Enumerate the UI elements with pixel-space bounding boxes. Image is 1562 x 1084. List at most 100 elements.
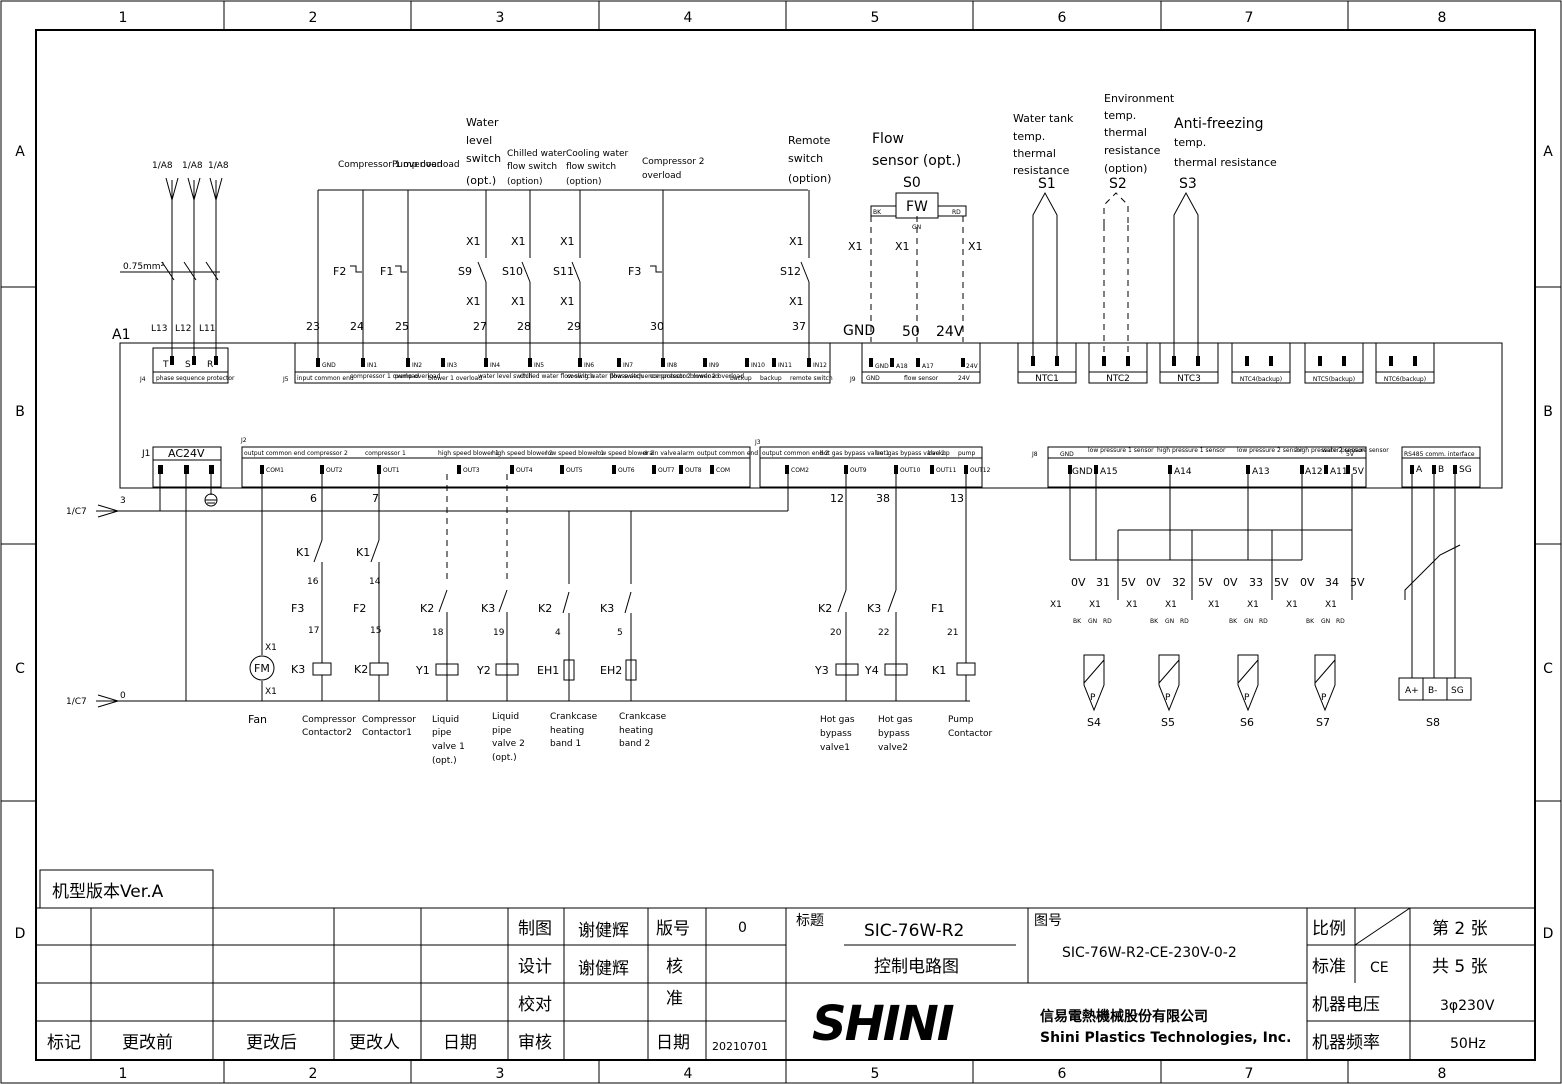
svg-text:K1: K1	[356, 546, 370, 559]
svg-text:Environment: Environment	[1104, 92, 1175, 105]
svg-text:EH2: EH2	[600, 664, 622, 677]
col-top-2: 2	[309, 10, 318, 26]
svg-text:S7: S7	[1316, 716, 1330, 729]
svg-text:SG: SG	[1451, 686, 1464, 696]
svg-text:制图: 制图	[518, 919, 552, 939]
svg-text:high pressure 2 sensor: high pressure 2 sensor	[1296, 447, 1365, 454]
column-markers: 1 2 3 4 5 6 7 8 1 2 3 4 5 6 7 8	[119, 1, 1446, 1083]
svg-text:thermal: thermal	[1104, 126, 1147, 139]
svg-text:resistance: resistance	[1013, 164, 1070, 177]
svg-text:EH1: EH1	[537, 664, 559, 677]
sensor-s7: P	[1314, 654, 1336, 712]
svg-text:OUT2: OUT2	[326, 467, 343, 474]
title-block: 机型版本Ver.A 标记 更改前 更改后 更改人 日期 制图 谢健辉 设计 谢健…	[36, 869, 1535, 1060]
svg-text:F1: F1	[380, 265, 393, 278]
supply-ref-2: 1/A8	[182, 161, 203, 171]
svg-text:GND: GND	[322, 362, 336, 369]
svg-text:J4: J4	[139, 376, 146, 383]
svg-text:IN5: IN5	[534, 362, 544, 369]
svg-text:IN12: IN12	[813, 362, 827, 369]
svg-text:Water tank: Water tank	[1013, 112, 1074, 125]
svg-text:比例: 比例	[1312, 919, 1346, 939]
svg-text:3: 3	[120, 496, 126, 506]
svg-text:bypass: bypass	[820, 729, 852, 739]
svg-text:pipe: pipe	[432, 728, 452, 738]
svg-text:blower 1 overload: blower 1 overload	[428, 375, 482, 382]
svg-text:(opt.): (opt.)	[432, 756, 457, 766]
svg-text:S: S	[185, 360, 191, 370]
svg-text:A11: A11	[1330, 467, 1348, 477]
svg-text:Contactor1: Contactor1	[362, 728, 412, 738]
svg-text:BK: BK	[873, 209, 882, 216]
svg-text:机器电压: 机器电压	[1312, 995, 1380, 1015]
rail-ref-top: 1/C7	[66, 507, 87, 517]
svg-text:resistance: resistance	[1104, 144, 1161, 157]
svg-text:switch: switch	[466, 152, 501, 165]
svg-text:X1: X1	[265, 643, 277, 653]
col-top-4: 4	[684, 10, 693, 26]
input-components: Compressor 1 overload Pump overload F2 F…	[333, 116, 831, 308]
svg-text:X1: X1	[511, 295, 526, 308]
col-bottom-5: 5	[871, 1066, 880, 1082]
svg-text:Hot gas: Hot gas	[820, 715, 855, 725]
svg-text:(option): (option)	[566, 177, 601, 187]
svg-text:IN9: IN9	[709, 362, 719, 369]
svg-text:GN: GN	[1244, 618, 1253, 625]
svg-text:valve 1: valve 1	[432, 742, 465, 752]
svg-text:F3: F3	[628, 265, 641, 278]
svg-text:F2: F2	[333, 265, 346, 278]
svg-text:K3: K3	[481, 602, 495, 615]
svg-text:0V: 0V	[1071, 576, 1086, 589]
svg-text:J2: J2	[240, 437, 247, 444]
svg-text:S5: S5	[1161, 716, 1175, 729]
svg-text:32: 32	[1172, 576, 1186, 589]
svg-text:K2: K2	[538, 602, 552, 615]
svg-text:Remote: Remote	[788, 134, 831, 147]
svg-text:SIC-76W-R2-CE-230V-0-2: SIC-76W-R2-CE-230V-0-2	[1062, 945, 1237, 961]
svg-text:Y2: Y2	[476, 664, 491, 677]
svg-text:18: 18	[432, 628, 444, 638]
svg-text:Compressor: Compressor	[302, 715, 356, 725]
svg-text:27: 27	[473, 320, 487, 333]
svg-text:X1: X1	[466, 295, 481, 308]
hotgas-pump-circuits: 12 38 13 K2 K3 F1 20 22 21 Y3 Y4 K1 Hot …	[814, 474, 993, 753]
col-top-1: 1	[119, 10, 128, 26]
svg-text:F2: F2	[353, 602, 366, 615]
svg-text:NTC5(backup): NTC5(backup)	[1313, 376, 1355, 383]
svg-text:信易電熱機械股份有限公司: 信易電熱機械股份有限公司	[1040, 1008, 1208, 1025]
svg-text:Crankcase: Crankcase	[550, 712, 598, 722]
rs485-device: A+ B- SG S8	[1398, 474, 1472, 729]
svg-text:OUT10: OUT10	[900, 467, 921, 474]
svg-text:COM1: COM1	[266, 467, 284, 474]
sensor-s5: P	[1158, 654, 1180, 712]
svg-text:控制电路图: 控制电路图	[874, 957, 959, 977]
svg-text:GND: GND	[1060, 451, 1074, 458]
svg-text:17: 17	[308, 626, 319, 636]
svg-text:output common end: output common end	[697, 450, 758, 457]
svg-text:0: 0	[120, 691, 126, 701]
svg-text:23: 23	[306, 320, 320, 333]
svg-text:X1: X1	[1165, 600, 1177, 610]
svg-text:CE: CE	[1370, 960, 1389, 976]
svg-text:7: 7	[372, 492, 379, 505]
svg-text:(opt.): (opt.)	[466, 174, 496, 187]
svg-text:4: 4	[555, 628, 561, 638]
svg-text:high pressure 1 sensor: high pressure 1 sensor	[1157, 447, 1226, 454]
svg-text:BK: BK	[1229, 618, 1238, 625]
row-right-c: C	[1543, 661, 1553, 677]
svg-text:Flow: Flow	[872, 131, 904, 147]
j2-connector: J2 output common end compressor 2 compre…	[240, 437, 758, 488]
svg-text:T: T	[162, 360, 169, 370]
svg-text:OUT9: OUT9	[850, 467, 867, 474]
svg-text:BK: BK	[1306, 618, 1315, 625]
svg-text:band 2: band 2	[619, 739, 650, 749]
svg-text:bypass: bypass	[878, 729, 910, 739]
svg-text:high speed blower 2: high speed blower 2	[492, 450, 553, 457]
svg-text:AC24V: AC24V	[168, 447, 205, 460]
svg-text:S11: S11	[553, 265, 574, 278]
ntc-connectors: NTC1 NTC2 NTC3 NTC4(backup) NTC5(backup)…	[1017, 342, 1435, 384]
svg-text:3φ230V: 3φ230V	[1440, 998, 1495, 1014]
svg-text:38: 38	[876, 492, 890, 505]
svg-text:A: A	[1416, 465, 1423, 475]
